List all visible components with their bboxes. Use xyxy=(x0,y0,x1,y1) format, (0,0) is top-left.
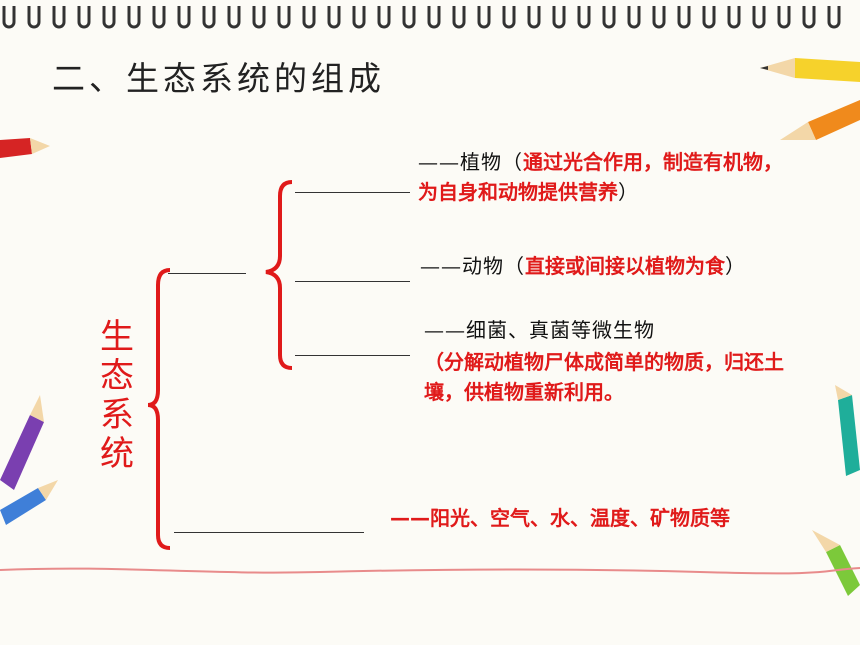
plant-desc: 通过光合作用，制造有机物，为自身和动物提供营养 xyxy=(418,150,783,204)
outer-bracket xyxy=(147,268,171,550)
label-char: 统 xyxy=(100,434,134,474)
label-char: 生 xyxy=(100,317,134,357)
micro-description: （分解动植物尸体成简单的物质，归还土壤，供植物重新利用。 xyxy=(424,347,796,407)
nonliving-prefix: —— xyxy=(390,506,430,530)
plant-paren-open: （ xyxy=(502,150,523,174)
blank-line-nonliving xyxy=(174,532,364,533)
animal-prefix: ——动物 xyxy=(420,254,504,278)
pencil-purple-icon xyxy=(0,395,44,490)
micro-desc: （分解动植物尸体成简单的物质，归还土壤，供植物重新利用。 xyxy=(424,350,784,404)
pencil-teal-icon xyxy=(835,385,860,476)
spiral-binding xyxy=(2,6,841,29)
plant-prefix: ——植物 xyxy=(418,150,502,174)
label-char: 态 xyxy=(100,356,134,396)
blank-line-biotic xyxy=(168,273,246,274)
label-char: 系 xyxy=(100,395,134,435)
pencil-green-icon xyxy=(812,530,860,596)
animal-paren-open: （ xyxy=(504,254,525,278)
blank-line-producer xyxy=(295,192,410,193)
plant-description: ——植物（通过光合作用，制造有机物，为自身和动物提供营养） xyxy=(418,147,796,207)
nonliving-desc: 阳光、空气、水、温度、矿物质等 xyxy=(430,506,730,530)
blank-line-decomposer xyxy=(295,355,410,356)
red-underline xyxy=(0,567,860,575)
animal-description: ——动物（直接或间接以植物为食） xyxy=(420,251,804,281)
pencil-orange-icon xyxy=(780,100,860,140)
micro-prefix-line: ——细菌、真菌等微生物 xyxy=(424,315,804,345)
pencil-blue-icon xyxy=(0,480,58,525)
pencil-yellow-icon xyxy=(760,58,860,82)
plant-paren-close: ） xyxy=(618,180,639,204)
animal-paren-close: ） xyxy=(725,254,746,278)
pencil-red-icon xyxy=(0,138,50,158)
animal-desc: 直接或间接以植物为食 xyxy=(525,254,725,278)
ecosystem-vertical-label: 生 态 系 统 xyxy=(95,318,139,474)
slide-title: 二、生态系统的组成 xyxy=(52,59,385,98)
nonliving-description: ——阳光、空气、水、温度、矿物质等 xyxy=(390,503,770,533)
inner-brace xyxy=(265,180,293,370)
blank-line-consumer xyxy=(295,281,410,282)
micro-prefix: ——细菌、真菌等微生物 xyxy=(424,318,655,342)
